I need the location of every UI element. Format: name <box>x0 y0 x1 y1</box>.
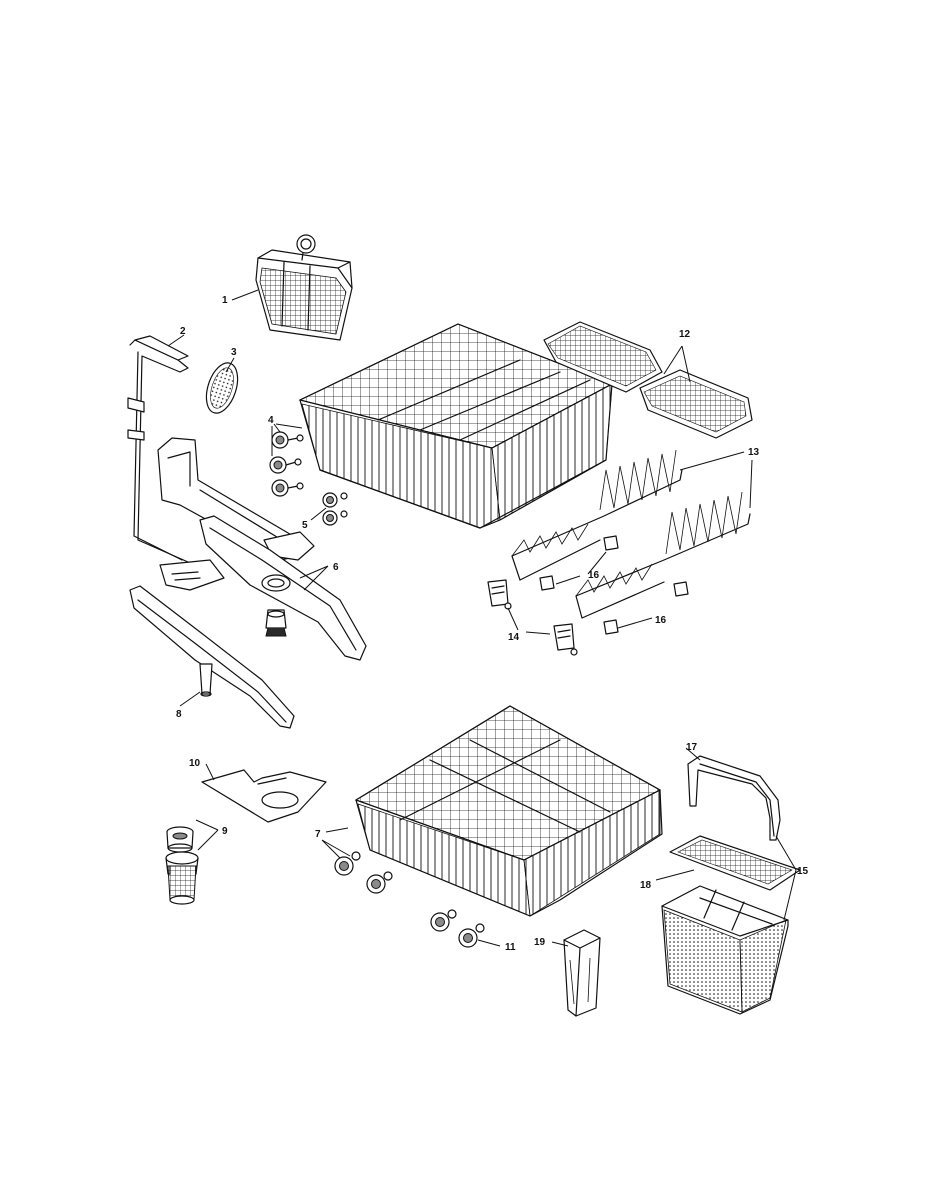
callout-13: 13 <box>748 447 760 458</box>
callout-18: 18 <box>640 880 652 891</box>
callout-9: 9 <box>222 826 228 837</box>
leader-lines <box>167 289 797 947</box>
callout-5: 5 <box>302 520 308 531</box>
callout-labels: 1 2 3 4 5 6 7 8 9 10 11 12 13 14 15 16 1… <box>176 295 809 953</box>
callout-3: 3 <box>231 347 237 358</box>
upper-dish-rack-part <box>298 323 614 529</box>
wheel <box>271 431 304 449</box>
callout-15: 15 <box>797 866 809 877</box>
rack-clips-part <box>487 579 578 656</box>
callout-4: 4 <box>268 415 274 426</box>
wheel <box>366 871 393 894</box>
callout-16: 16 <box>588 570 600 581</box>
callout-11: 11 <box>505 942 516 953</box>
small-clips-part <box>539 535 689 635</box>
upper-rack-wheels-part <box>269 431 348 526</box>
basket-handle-part <box>687 755 781 841</box>
wheel <box>271 479 304 497</box>
lower-silverware-basket-part <box>661 885 789 1015</box>
callout-19: 19 <box>534 937 546 948</box>
callout-1: 1 <box>222 295 228 306</box>
callout-12: 12 <box>679 329 691 340</box>
callout-6: 6 <box>333 562 339 573</box>
lower-rack-wheels-part <box>334 851 485 948</box>
callout-16b: 16 <box>655 615 667 626</box>
callout-7: 7 <box>315 829 321 840</box>
wheel <box>430 909 457 932</box>
spray-conduit-part <box>157 437 315 561</box>
supply-tube-part <box>127 335 225 591</box>
cutlery-holder-part <box>563 929 601 1017</box>
wheel <box>334 851 361 876</box>
callout-17: 17 <box>686 742 698 753</box>
wheel <box>322 492 348 508</box>
tine-strips-part <box>511 449 751 619</box>
lower-spray-arm-part <box>129 585 295 729</box>
wheel <box>458 923 485 948</box>
callout-2: 2 <box>180 326 186 337</box>
upper-tine-rows-part <box>543 321 753 439</box>
silverware-basket-part <box>255 234 353 341</box>
callout-14: 14 <box>508 632 520 643</box>
callout-10: 10 <box>189 758 201 769</box>
lower-dish-rack-part <box>354 705 663 917</box>
wheel <box>269 456 302 474</box>
basket-lid-part <box>669 835 801 891</box>
filter-disc-part <box>205 362 239 414</box>
upper-spray-arm-part <box>199 515 367 661</box>
callout-8: 8 <box>176 709 182 720</box>
sump-cover-plate-part <box>201 769 327 823</box>
wheel <box>322 510 348 526</box>
filter-assembly-part <box>165 826 199 905</box>
